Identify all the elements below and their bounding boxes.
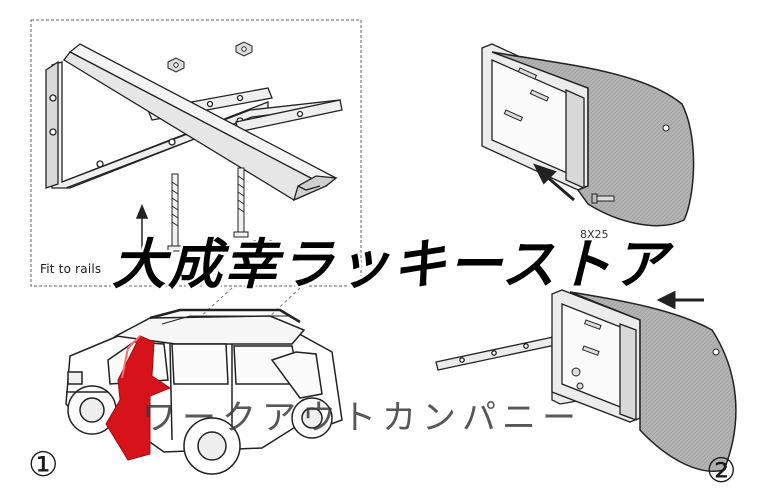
screw-size-label: 8X25: [580, 228, 609, 241]
up-arrow-icon: [135, 204, 149, 252]
profile-beam: [63, 43, 338, 202]
bolt-icon: [167, 167, 249, 252]
bolt-size-label: 2X6: [252, 238, 274, 251]
nut-icon: [167, 41, 253, 73]
slide-arrow-icon: [533, 163, 575, 202]
panel-bottom: [435, 289, 737, 472]
panel-top: [481, 43, 695, 227]
watermark-main: 大成幸ラッキーストア: [112, 233, 670, 296]
step-one-number: ①: [28, 445, 59, 485]
red-arrow-icon: [105, 335, 172, 461]
fit-to-rails-label: Fit to rails: [40, 262, 102, 276]
push-arrow-icon: [656, 290, 704, 310]
detail-inset: [30, 19, 362, 287]
watermark-sub: ワークアウトカンパニー: [142, 398, 582, 438]
step-two-number: ②: [706, 451, 737, 491]
